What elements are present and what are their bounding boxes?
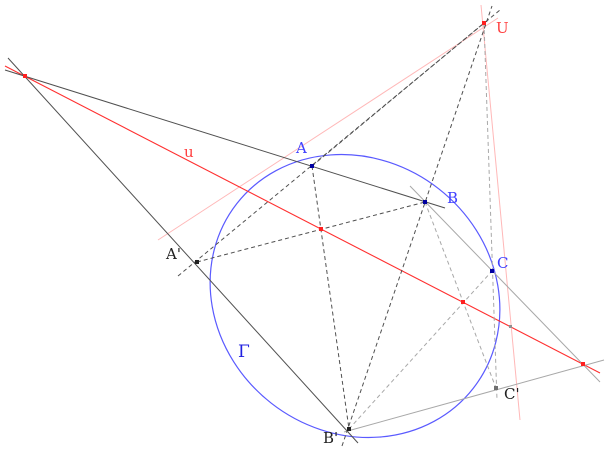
- label-C-prime: C': [504, 385, 520, 403]
- line-P-Aprime-Bprime: [7, 57, 359, 444]
- label-A: A: [295, 139, 307, 157]
- point-a[interactable]: [310, 164, 314, 168]
- point-p1[interactable]: [23, 74, 27, 78]
- dashed-Aprime-B: [196, 201, 426, 263]
- dashed-Bprime-C: [348, 270, 493, 430]
- dashed-A-Bprime: [311, 165, 350, 430]
- label-B: B: [447, 189, 458, 207]
- dashed-Bprime-U: [341, 5, 493, 447]
- line-B-C-ext: [409, 185, 601, 383]
- point-u-conic-intersection[interactable]: [509, 325, 512, 328]
- point-a-prime[interactable]: [195, 260, 199, 264]
- label-gamma: Γ: [238, 342, 250, 362]
- label-A-prime: A': [165, 245, 181, 263]
- point-u[interactable]: [482, 21, 486, 25]
- label-U: U: [496, 19, 509, 37]
- point-c-prime[interactable]: [494, 386, 498, 390]
- label-B-prime: B': [323, 429, 338, 447]
- label-C: C: [497, 254, 508, 272]
- dashed-A-U: [311, 22, 485, 167]
- point-p4[interactable]: [581, 362, 585, 366]
- pink-line-from-U-left: [157, 17, 499, 241]
- point-b-prime[interactable]: [347, 427, 351, 431]
- point-c[interactable]: [490, 269, 494, 273]
- conic-gamma: [209, 153, 501, 439]
- line-Bprime-Cprime-ext: [343, 359, 605, 433]
- dashed-B-Cprime: [424, 201, 497, 389]
- point-p3[interactable]: [461, 300, 465, 304]
- point-b[interactable]: [423, 200, 427, 204]
- line-P-A-B: [4, 69, 446, 209]
- point-p2[interactable]: [319, 227, 323, 231]
- pink-line-from-U-down: [480, 4, 521, 421]
- axis-u-line: [4, 65, 601, 374]
- label-u: u: [184, 143, 194, 161]
